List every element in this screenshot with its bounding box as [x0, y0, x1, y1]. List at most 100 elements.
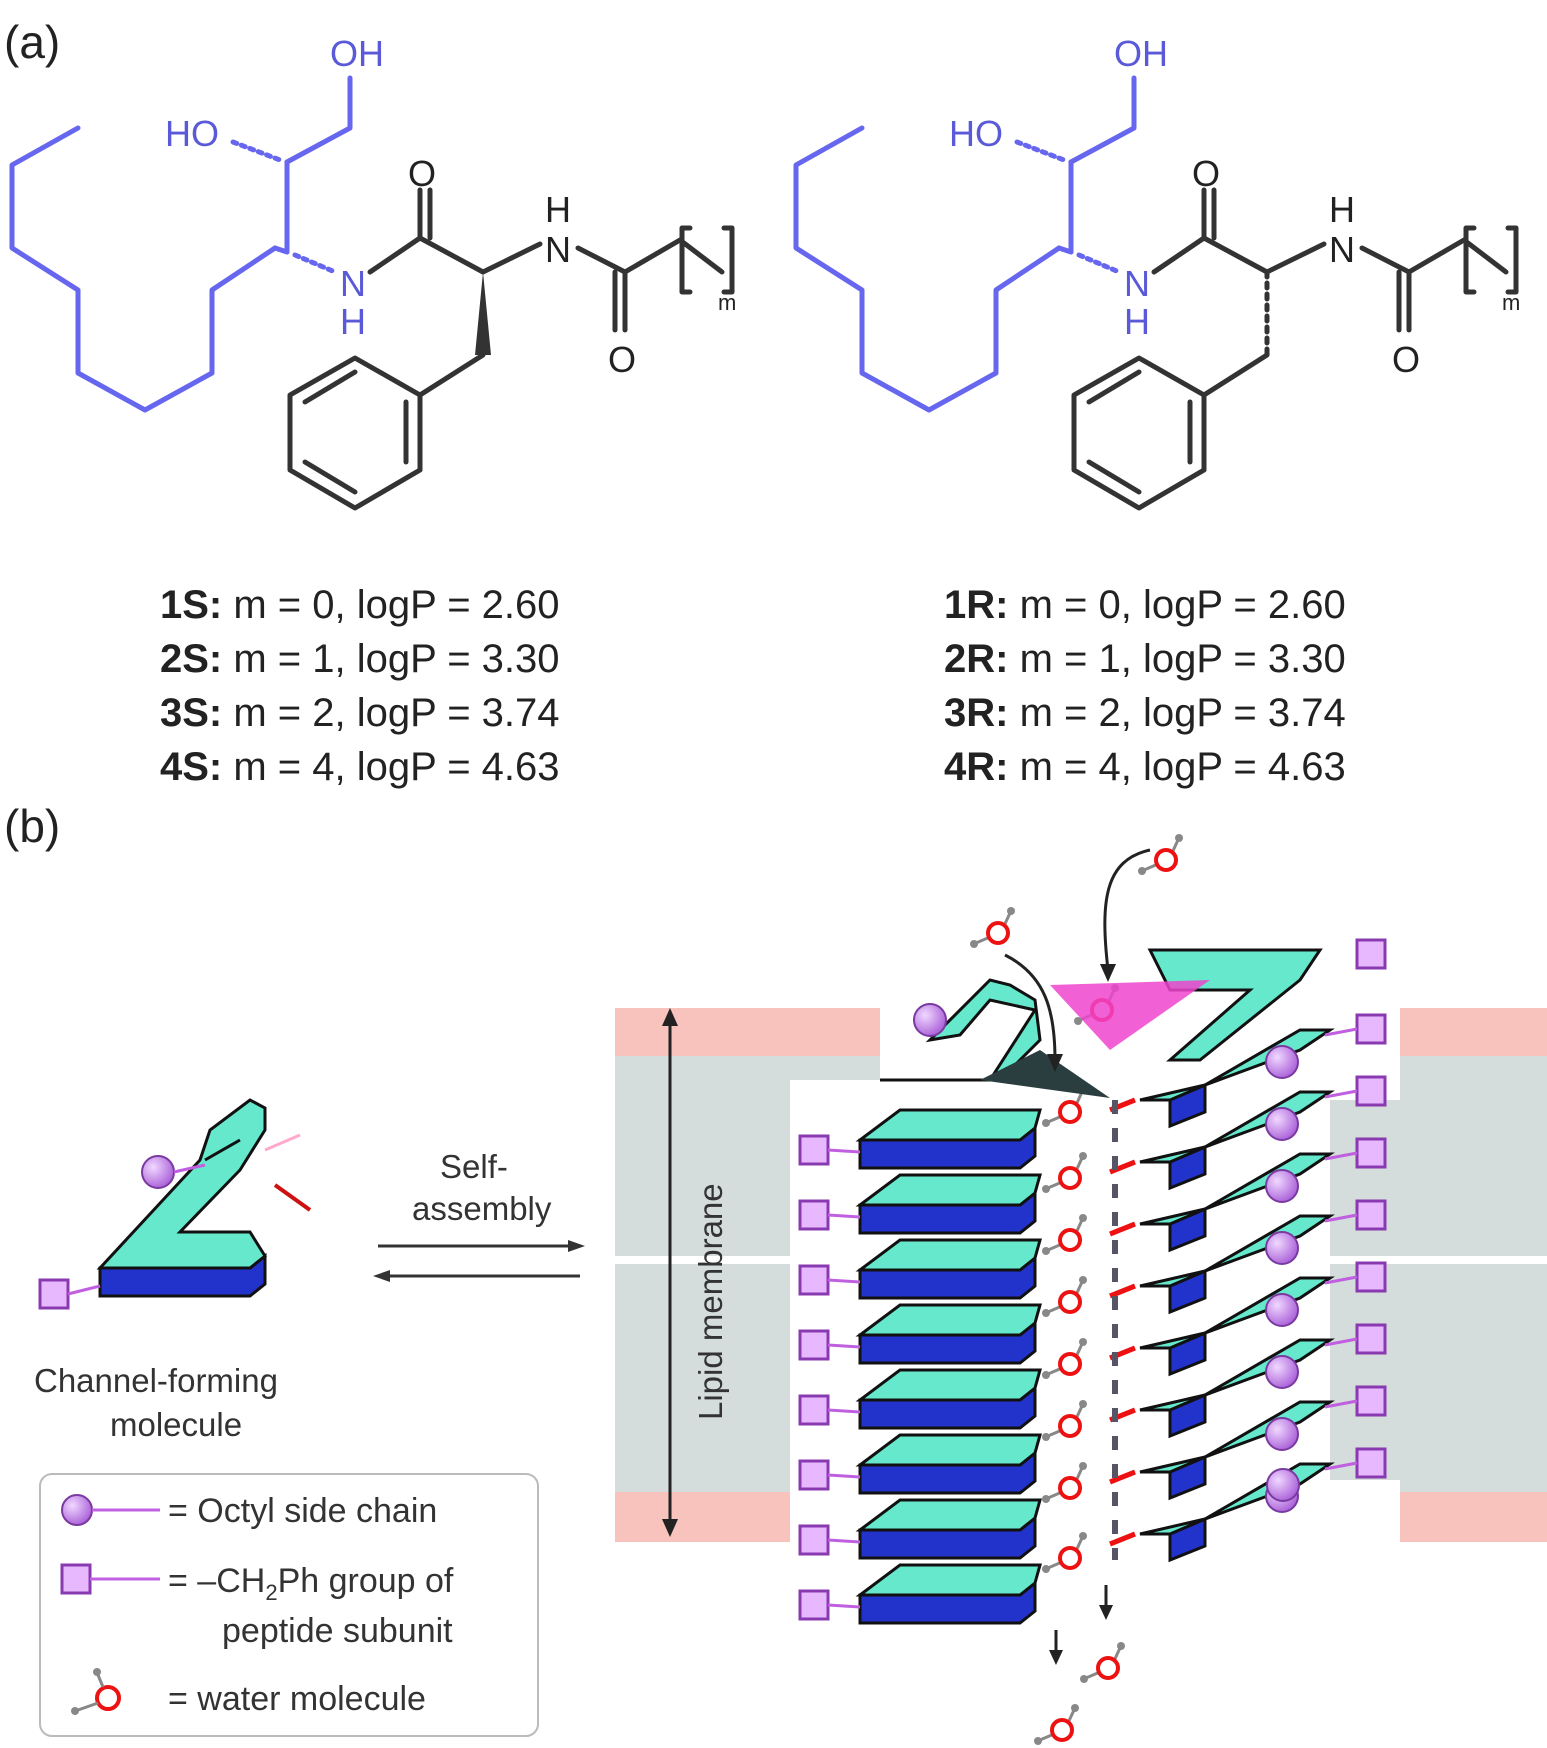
legend-benzyl-text-2: peptide subunit [222, 1612, 453, 1650]
left-nh-h-label: H [545, 189, 571, 230]
equilibrium-arrows[interactable] [373, 1240, 585, 1282]
compound-1s: 1S: m = 0, logP = 2.60 [160, 583, 560, 627]
legend-water-text: = water molecule [168, 1680, 426, 1718]
membrane-label: Lipid membrane [692, 1183, 729, 1420]
structure-left [9, 75, 735, 511]
left-nh-n-label: N [545, 229, 571, 270]
benzyl-marker-icon [1355, 1261, 1387, 1293]
dark-triangle [980, 1050, 1110, 1098]
left-ho-label: HO [165, 113, 219, 154]
benzyl-marker-icon [1355, 1323, 1387, 1355]
channel-subunit-right [1109, 1385, 1387, 1501]
legend-octyl-text: = Octyl side chain [168, 1492, 437, 1530]
channel-subunit-left [798, 1173, 1042, 1235]
compound-2s: 2S: m = 1, logP = 3.30 [160, 637, 560, 681]
compound-4s: 4S: m = 4, logP = 4.63 [160, 745, 560, 789]
water-molecule [1042, 1462, 1087, 1503]
right-amide-n-label: N [1124, 263, 1150, 304]
channel-subunit-left [798, 1498, 1042, 1560]
channel-subunit-left [798, 1238, 1042, 1300]
benzyl-marker-icon [1355, 1137, 1387, 1169]
benzyl-marker-icon [798, 1589, 830, 1621]
compound-1r: 1R: m = 0, logP = 2.60 [944, 583, 1346, 627]
right-m-label: m [1502, 290, 1520, 315]
molecule-caption-2: molecule [110, 1406, 242, 1443]
water-molecule [1034, 1704, 1079, 1745]
channel-subunit-right [1109, 1137, 1387, 1253]
structure-right [793, 75, 1519, 511]
benzyl-marker-icon [798, 1134, 830, 1166]
benzyl-marker-icon [798, 1264, 830, 1296]
octyl-marker-icon [1265, 1231, 1299, 1265]
channel-subunit-right [1109, 1013, 1387, 1129]
water-molecule [1042, 1532, 1087, 1573]
water-molecule [1138, 834, 1183, 875]
benzyl-marker-icon [798, 1524, 830, 1556]
right-oh-label: OH [1114, 33, 1168, 74]
water-molecule [1042, 1276, 1087, 1317]
octyl-marker-icon [1265, 1169, 1299, 1203]
legend [39, 1473, 539, 1737]
channel-cap-left [880, 978, 1042, 1082]
compound-3s: 3S: m = 2, logP = 3.74 [160, 691, 560, 735]
channel-subunit-left [798, 1108, 1042, 1170]
pink-triangle [1050, 980, 1210, 1050]
compound-4r: 4R: m = 4, logP = 4.63 [944, 745, 1346, 789]
compound-list-r: 1R: m = 0, logP = 2.60 2R: m = 1, logP =… [944, 583, 1346, 789]
benzyl-marker-icon [1355, 1385, 1387, 1417]
water-molecule [1042, 1400, 1087, 1441]
left-amide-n-label: N [340, 263, 366, 304]
benzyl-marker-icon [1355, 1199, 1387, 1231]
channel-subunit-left [798, 1433, 1042, 1495]
water-molecule [1042, 1214, 1087, 1255]
channel-forming-molecule [38, 1098, 312, 1310]
compound-3r: 3R: m = 2, logP = 3.74 [944, 691, 1346, 735]
water-marker-icon [71, 1668, 121, 1715]
channel-subunit-right [1109, 1261, 1387, 1377]
water-molecule [1042, 1152, 1087, 1193]
octyl-marker-icon [61, 1494, 93, 1526]
channel-subunit-left [798, 1563, 1042, 1625]
compound-list-s: 1S: m = 0, logP = 2.60 2S: m = 1, logP =… [160, 583, 560, 789]
water-molecule [1080, 1642, 1125, 1683]
channel-stack-right [1109, 938, 1387, 1563]
self-assembly-label-1: Self- [440, 1148, 508, 1185]
octyl-marker-icon [1266, 1468, 1300, 1502]
channel-subunit-right [1109, 1323, 1387, 1439]
octyl-marker-icon [1265, 1417, 1299, 1451]
octyl-marker-icon [1265, 1045, 1299, 1079]
legend-benzyl-text-1: = –CH2Ph group of [168, 1562, 454, 1605]
octyl-marker-icon [1265, 1107, 1299, 1141]
compound-2r: 2R: m = 1, logP = 3.30 [944, 637, 1346, 681]
benzyl-marker-icon [1355, 1013, 1387, 1045]
channel-stack-left [798, 978, 1042, 1625]
right-ho-label: HO [949, 113, 1003, 154]
benzyl-marker-icon [1355, 1447, 1387, 1479]
left-o-bottom-label: O [608, 339, 636, 380]
channel-subunit-right [1109, 1075, 1387, 1191]
channel-subunit-left [798, 1368, 1042, 1430]
channel-subunit-left [798, 1303, 1042, 1365]
right-o-carbonyl-label: O [1192, 153, 1220, 194]
panel-a-label: (a) [4, 16, 60, 68]
right-amide-h-label: H [1124, 301, 1150, 342]
water-molecule [1042, 1338, 1087, 1379]
benzyl-marker-icon [60, 1563, 92, 1595]
octyl-marker-icon [1265, 1355, 1299, 1389]
left-o-carbonyl-label: O [408, 153, 436, 194]
benzyl-marker-icon [798, 1394, 830, 1426]
benzyl-marker-icon [798, 1329, 830, 1361]
left-m-label: m [718, 290, 736, 315]
octyl-marker-icon [1265, 1293, 1299, 1327]
benzyl-marker-icon [798, 1459, 830, 1491]
panel-b-label: (b) [4, 800, 60, 852]
channel-subunit-right [1109, 1199, 1387, 1315]
benzyl-marker-icon [798, 1199, 830, 1231]
molecule-caption-1: Channel-forming [34, 1362, 278, 1399]
benzyl-marker-icon [1355, 1075, 1387, 1107]
right-o-bottom-label: O [1392, 339, 1420, 380]
left-oh-label: OH [330, 33, 384, 74]
right-nh-n-label: N [1329, 229, 1355, 270]
self-assembly-label-2: assembly [412, 1190, 552, 1227]
